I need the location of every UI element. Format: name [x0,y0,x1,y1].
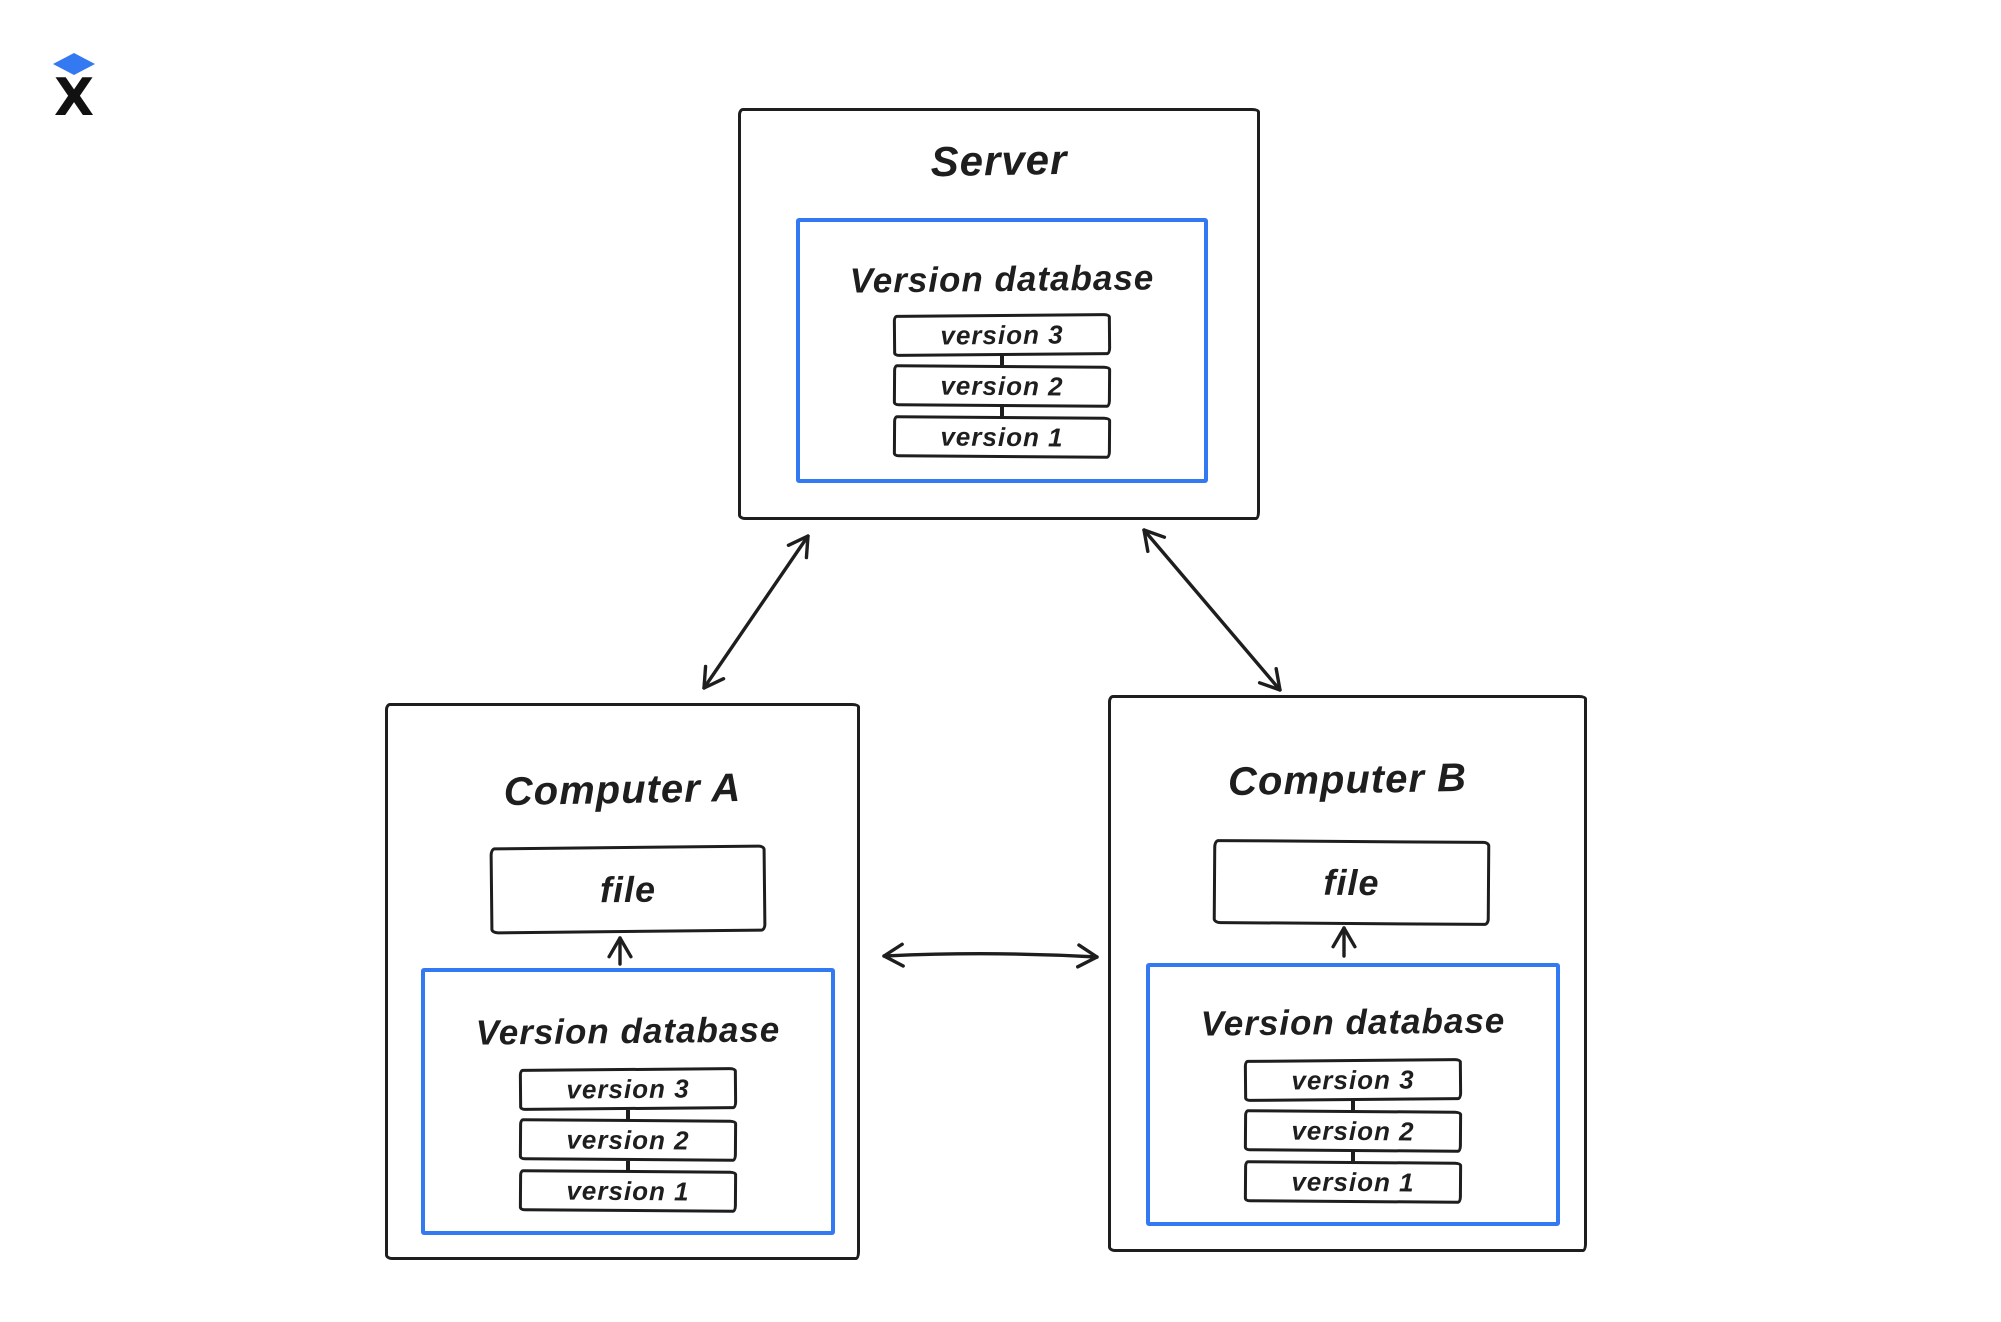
version-connector [1000,356,1004,365]
version-row-label: version 1 [1291,1166,1415,1197]
server-version-database-panel: Version database version 3 version 2 ver… [796,218,1208,483]
file-label: file [1323,861,1380,903]
arrow-server-computer-b [1142,528,1282,692]
version-row: version 3 [892,313,1112,357]
server-version-stack: version 3 version 2 version 1 [800,313,1204,459]
version-connector [1000,407,1004,416]
version-row-label: version 3 [1291,1063,1415,1096]
version-row-label: version 1 [940,421,1064,452]
x-logo-icon[interactable]: X [52,52,96,118]
version-row: version 2 [1243,1109,1463,1153]
arrow-server-computer-a [702,534,810,690]
version-row: version 2 [518,1118,738,1162]
computer-b-version-database-title: Version database [1200,1001,1506,1044]
version-connector [626,1110,630,1119]
version-connector [626,1161,630,1170]
computer-b-version-stack: version 3 version 2 version 1 [1150,1058,1556,1204]
computer-a-node: Computer A file Version database version… [385,703,860,1260]
computer-a-file-box: file [489,844,767,935]
server-node: Server Version database version 3 versio… [738,108,1260,520]
version-row-label: version 2 [1291,1115,1415,1146]
server-version-database-title: Version database [849,258,1155,301]
arrow-computer-a-computer-b [882,942,1099,969]
version-row: version 3 [518,1067,738,1111]
version-row-label: version 2 [566,1124,690,1155]
logo-x-letter: X [54,68,94,118]
logo-diamond [53,53,95,75]
version-row: version 3 [1243,1058,1463,1102]
computer-a-version-database-panel: Version database version 3 version 2 ver… [421,968,835,1235]
version-row-label: version 1 [566,1175,690,1206]
version-row-label: version 3 [940,318,1064,351]
version-row: version 1 [1243,1160,1463,1204]
version-row-label: version 3 [566,1072,690,1105]
version-row-label: version 2 [940,370,1064,401]
file-label: file [599,868,657,910]
version-row: version 2 [892,364,1112,408]
version-connector [1351,1101,1355,1110]
computer-a-version-database-title: Version database [475,1010,781,1053]
computer-b-node: Computer B file Version database version… [1108,695,1587,1252]
computer-a-version-stack: version 3 version 2 version 1 [425,1067,831,1213]
computer-b-file-box: file [1212,839,1491,926]
version-connector [1351,1152,1355,1161]
version-row: version 1 [518,1169,738,1213]
version-row: version 1 [892,415,1112,459]
computer-a-title: Computer A [503,765,742,815]
computer-b-title: Computer B [1227,755,1468,805]
server-title: Server [930,135,1068,186]
computer-b-version-database-panel: Version database version 3 version 2 ver… [1146,963,1560,1226]
